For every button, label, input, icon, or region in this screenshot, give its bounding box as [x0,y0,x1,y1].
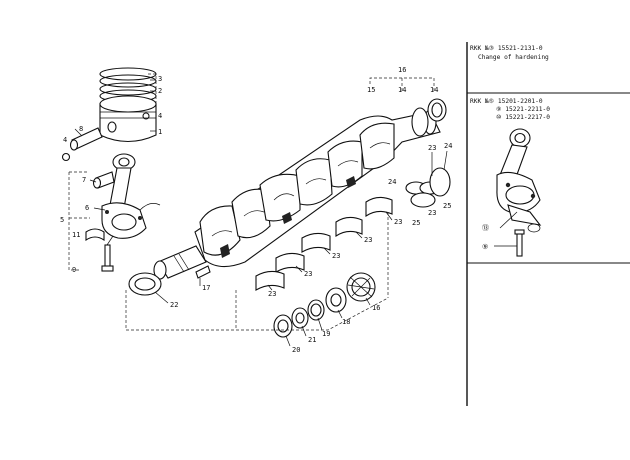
callout-7: 7 [82,176,86,184]
callout-23c: 23 [394,218,402,226]
main-bearings [255,196,393,291]
callout-20: 20 [292,346,300,354]
connecting-rod [101,153,161,239]
callout-23a: 23 [428,144,436,152]
collar-21 [291,307,309,329]
callout-25b: 25 [412,219,420,227]
callout-14: 15 [367,86,375,94]
woodruff-key [195,265,211,279]
thrust-washers [405,167,451,208]
crankshaft [153,107,441,280]
front-bearing [128,272,162,296]
bottom-group-bracket [125,212,389,331]
callout-24a: 24 [444,142,452,150]
callout-23g: 23 [268,290,276,298]
con-rod-bearing [85,228,105,242]
callout-4b: 4 [158,112,162,120]
callout-25a: 25 [443,202,451,210]
callout-22: 22 [170,301,178,309]
piston [99,95,157,143]
callout-9: 9 [72,266,76,274]
leader-lines [74,79,448,347]
callout-18: 18 [342,318,350,326]
callout-24b: 24 [388,178,396,186]
piston-pin [69,127,103,151]
callout-15: 16 [398,66,406,74]
callout-8: 8 [79,125,83,133]
callout-11: 11 [72,231,80,239]
gear-18 [325,287,347,313]
con-rod-bolt [101,235,114,272]
top-group-bracket [369,77,435,92]
callout-2: 2 [158,87,162,95]
callout-3: 3 [158,75,162,83]
callout-16: 16 [372,304,380,312]
seal-20 [273,314,293,338]
callout-23f: 23 [304,270,312,278]
note-2-line-1: RKK №⑤ 15201-2201-0 [470,98,543,105]
callout-13: 14 [398,86,406,94]
callout-14b: 14 [430,86,438,94]
callout-5: 5 [60,216,64,224]
callout-r13: ⑬ [482,224,489,232]
callout-23b: 23 [428,209,436,217]
note-2-line-3: ⑩ 15221-2217-0 [496,114,550,121]
callout-23e: 23 [332,252,340,260]
piston-group-brackets [68,73,157,271]
snap-ring [61,112,150,162]
right-panel-borders [466,42,630,406]
callout-6: 6 [85,204,89,212]
callout-1: 1 [158,128,162,136]
callout-23d: 23 [364,236,372,244]
washer-19 [307,299,325,321]
note-1-line-2: Change of hardening [478,54,549,61]
connecting-rod-detail [494,128,542,257]
crank-gear [346,272,376,302]
rear-oil-seal [427,98,447,122]
note-2-line-2: ⑨ 15221-2211-0 [496,106,550,113]
callout-17: 17 [202,284,210,292]
callout-19: 19 [322,330,330,338]
callout-21: 21 [308,336,316,344]
small-end-bushing [92,171,115,189]
callout-4a: 4 [63,136,67,144]
note-1-line-1: RKK №③ 15521-2131-0 [470,45,543,52]
callout-r9: ⑨ [482,243,488,251]
